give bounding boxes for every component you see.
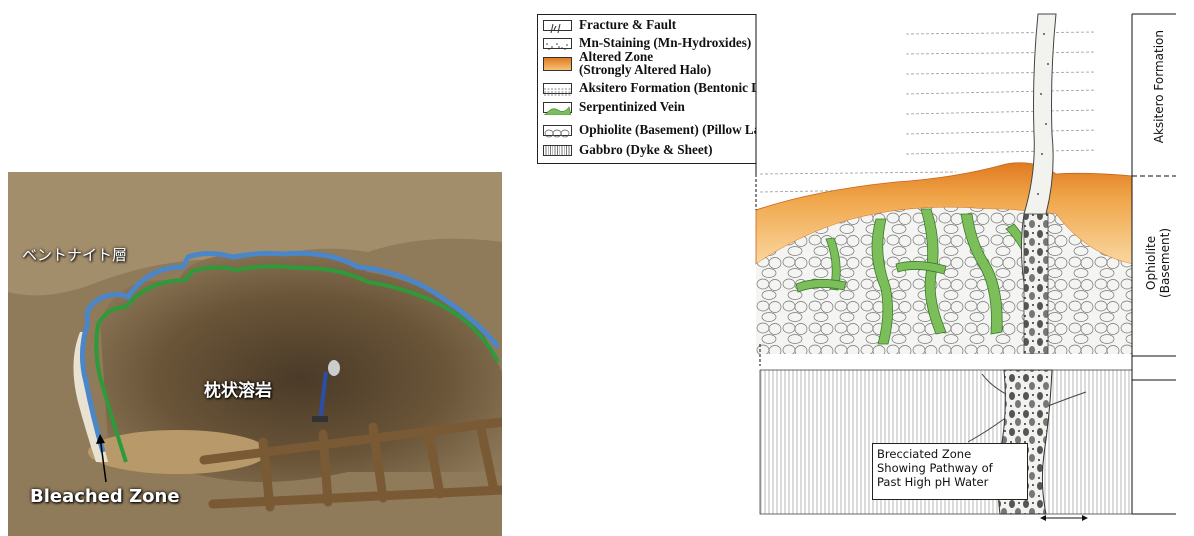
cross-section: [756, 14, 1132, 514]
width-arrow-right: [1082, 515, 1088, 521]
fracture-swatch-icon: [543, 20, 572, 31]
ophiolite-swatch-icon: [543, 125, 572, 136]
side-label-aksitero: Aksitero Formation: [1152, 30, 1166, 143]
camera-lens-cap: [328, 360, 340, 376]
callout-line2: Showing Pathway of: [877, 461, 1027, 475]
legend-item-ophiolite: Ophiolite (Basement) (Pillow Lava): [538, 123, 778, 136]
bleached-zone-label: Bleached Zone: [30, 486, 180, 507]
serpentinized-swatch-icon: [543, 102, 572, 113]
legend-label-altered-halo: (Strongly Altered Halo): [579, 63, 711, 76]
pillow-lava-label: 枕状溶岩: [204, 376, 272, 401]
legend-label-serpentinized: Serpentinized Vein: [579, 100, 685, 113]
breccia-upper: [1024, 214, 1048, 354]
altered-zone-swatch-icon: [543, 57, 572, 71]
bentonite-layer-label: ベントナイト層: [22, 244, 127, 265]
brecciated-zone-callout: Brecciated Zone Showing Pathway of Past …: [872, 443, 1028, 500]
side-label-ophiolite-line2: (Basement): [1158, 228, 1172, 298]
aksitero-swatch-icon: [543, 83, 572, 94]
legend-item-serpentinized: Serpentinized Vein: [538, 100, 685, 113]
legend-label-ophiolite: Ophiolite (Basement) (Pillow Lava): [579, 123, 778, 136]
legend-label-gabbro: Gabbro (Dyke & Sheet): [579, 143, 712, 156]
legend-item-fracture: Fracture & Fault: [538, 18, 676, 31]
legend-item-altered-halo: (Strongly Altered Halo): [538, 63, 711, 76]
legend-label-fracture: Fracture & Fault: [579, 18, 676, 31]
mn-staining-swatch-icon: [543, 38, 572, 49]
width-arrow-left: [1040, 515, 1046, 521]
side-label-ophiolite-line1: Ophiolite: [1144, 236, 1158, 290]
side-label-ophiolite: Ophiolite (Basement): [1144, 228, 1172, 298]
gabbro-swatch-icon: [543, 145, 572, 156]
hammer-head: [312, 416, 328, 422]
legend-item-mn-staining: Mn-Staining (Mn-Hydroxides): [538, 36, 751, 49]
legend-item-gabbro: Gabbro (Dyke & Sheet): [538, 143, 712, 156]
outcrop-photo-svg: [8, 172, 502, 536]
legend-item-aksitero: Aksitero Formation (Bentonic Layer): [538, 81, 789, 94]
unit-gap: [756, 354, 1132, 370]
legend-label-mn-staining: Mn-Staining (Mn-Hydroxides): [579, 36, 751, 49]
cross-section-svg: [756, 14, 1132, 514]
outcrop-photo: [8, 172, 502, 536]
callout-line1: Brecciated Zone: [877, 447, 1027, 461]
callout-line3: Past High pH Water: [877, 475, 1027, 489]
